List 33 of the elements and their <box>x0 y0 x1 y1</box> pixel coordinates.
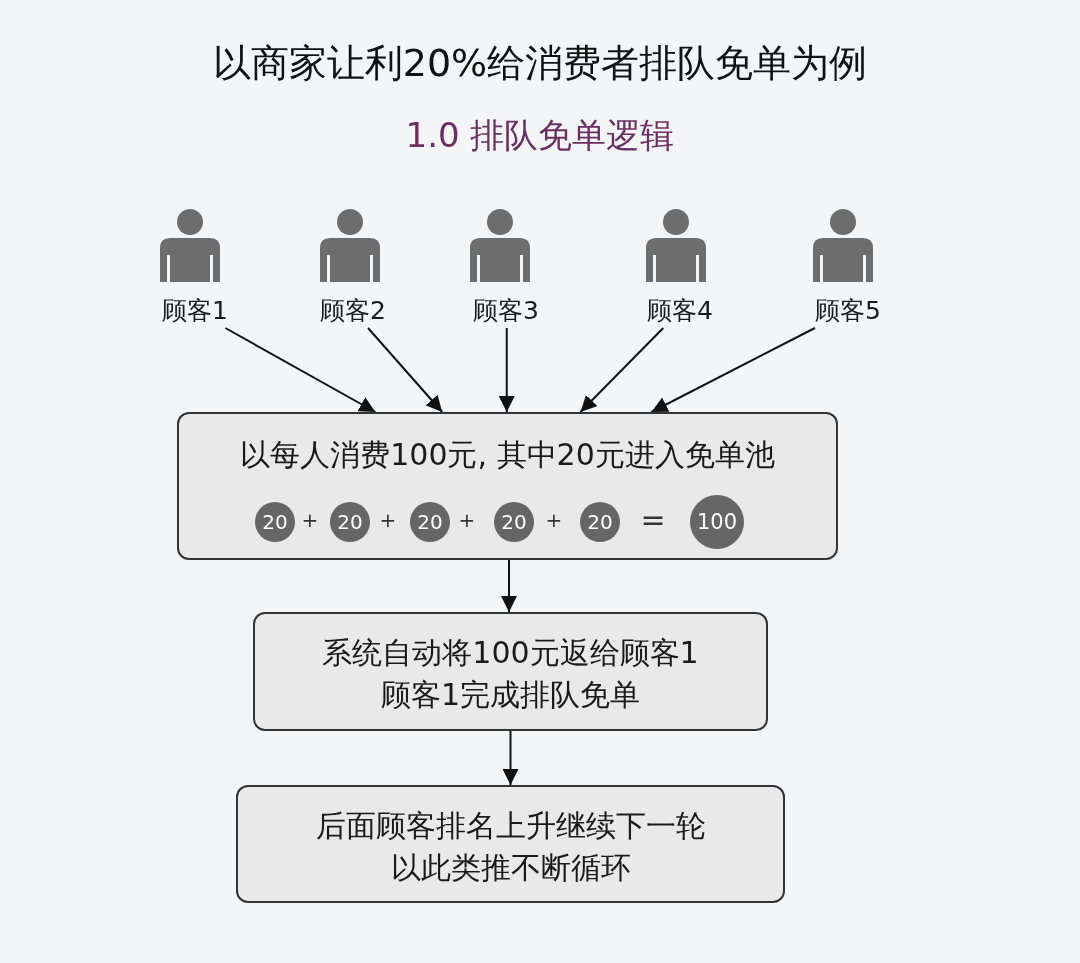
arrow <box>367 327 444 413</box>
customer-label: 顾客5 <box>808 294 888 328</box>
coin: 20 <box>410 502 450 542</box>
box-text: 顾客1完成排队免单 <box>379 676 642 714</box>
arrow <box>502 730 519 786</box>
process-box-frame <box>177 412 838 560</box>
coin: 20 <box>580 502 620 542</box>
arrow <box>224 327 377 413</box>
coin: 20 <box>330 502 370 542</box>
box-text: 以此类推不断循环 <box>389 849 632 887</box>
math-sign: + <box>379 510 397 530</box>
arrow <box>498 327 515 413</box>
box-text: 以每人消费100元, 其中20元进入免单池 <box>239 436 776 474</box>
coin: 20 <box>255 502 295 542</box>
customer-label: 顾客1 <box>155 294 235 328</box>
box-text: 后面顾客排名上升继续下一轮 <box>314 807 707 845</box>
box-text: 系统自动将100元返给顾客1 <box>321 634 700 672</box>
customer-label: 顾客3 <box>466 294 546 328</box>
customer-label: 顾客4 <box>640 294 720 328</box>
coin: 20 <box>494 502 534 542</box>
math-sign: + <box>458 510 476 530</box>
title: 以商家让利20%给消费者排队免单为例 <box>211 40 869 87</box>
process-box <box>236 785 785 903</box>
customer-label: 顾客2 <box>313 294 393 328</box>
math-sign: + <box>545 510 563 530</box>
subtitle: 1.0 排队免单逻辑 <box>405 118 675 152</box>
arrow <box>501 559 517 613</box>
math-sign: = <box>640 505 666 535</box>
arrow <box>650 327 816 413</box>
arrow <box>579 327 665 413</box>
process-box <box>253 612 768 731</box>
math-sign: + <box>301 510 319 530</box>
coin: 100 <box>690 495 744 549</box>
